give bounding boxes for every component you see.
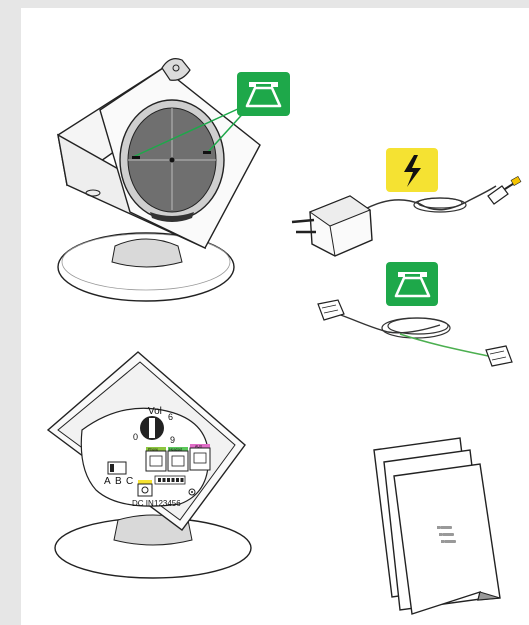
dial-number-0: 0	[133, 432, 138, 442]
manual-menu-icon	[437, 526, 456, 543]
port-headset: Headset	[167, 447, 189, 472]
manual-front	[393, 463, 501, 615]
dial-number-6: 6	[168, 412, 173, 422]
abc-switch: A B C	[104, 461, 133, 487]
manual-stack	[373, 437, 501, 615]
switch-letter-c: C	[126, 476, 133, 487]
lightning-bolt-icon	[386, 148, 438, 192]
port-aux: AUX	[189, 444, 211, 471]
volume-label: Vol	[148, 406, 162, 417]
switch-letter-b: B	[115, 476, 122, 487]
port-label-phone: Phone	[148, 448, 158, 452]
power-supply	[291, 175, 522, 257]
dc-in-label: DC IN	[132, 499, 154, 508]
dc-in-port: DC IN	[132, 480, 154, 508]
switch-letter-a: A	[104, 476, 111, 487]
telephone-cable	[317, 299, 513, 367]
base-station-front	[57, 58, 261, 302]
dip-label: 123456	[154, 499, 181, 508]
phone-handset-icon	[386, 262, 438, 306]
port-phone: Phone	[145, 447, 167, 472]
port-label-headset: Headset	[169, 448, 182, 452]
port-label-aux: AUX	[195, 445, 203, 449]
phone-handset-icon	[237, 72, 290, 116]
base-station-back: Vol 0 6 9 Phone Headset AUX A B	[46, 351, 252, 579]
dip-switches: 123456	[154, 475, 186, 508]
dial-number-9: 9	[170, 435, 175, 445]
